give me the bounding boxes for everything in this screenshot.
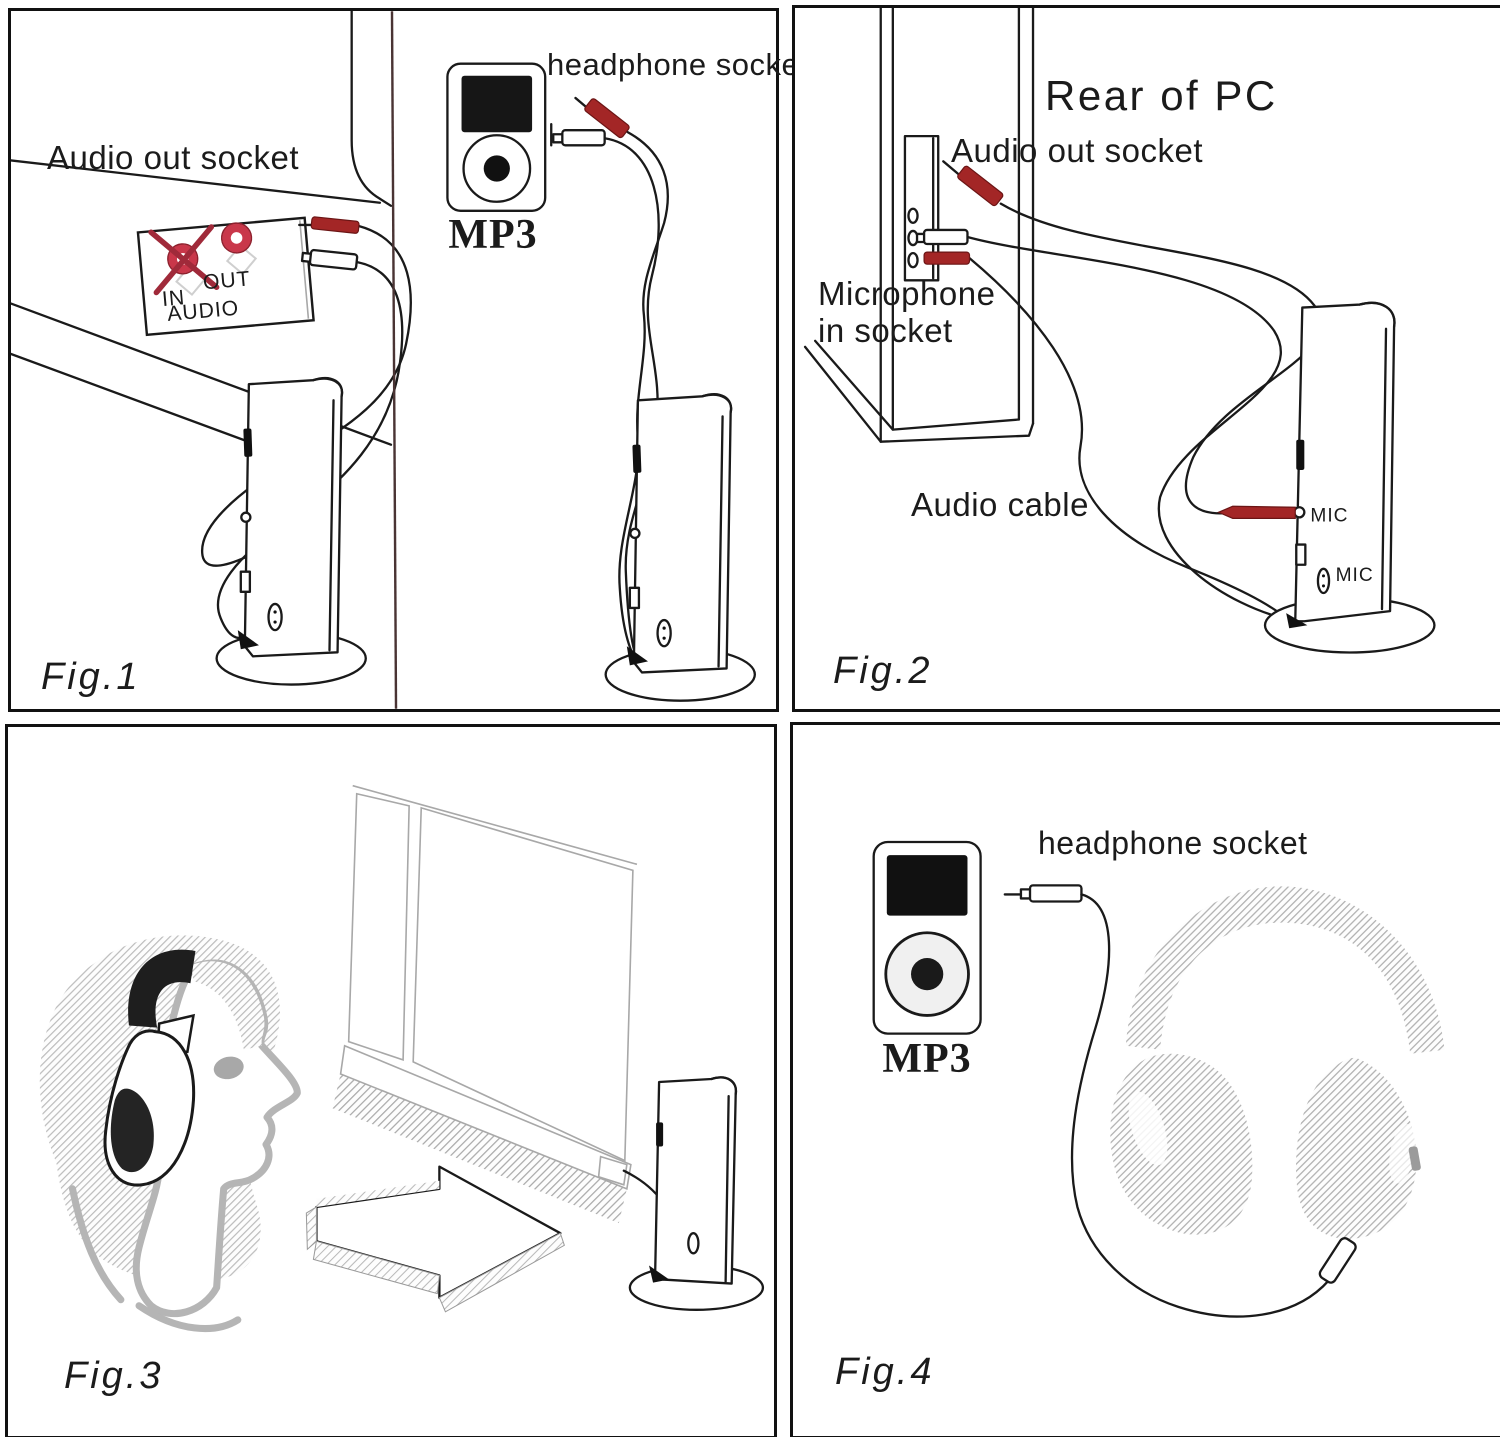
socket-hole: [907, 207, 919, 225]
earcup-sheen: [1128, 1091, 1168, 1166]
mp3-player: [872, 840, 982, 1035]
red-plug-icon: [310, 216, 360, 234]
label-audio-out-socket: Audio out socket: [47, 139, 299, 176]
red-plug-icon: [584, 98, 630, 139]
white-plug-icon: [1028, 884, 1083, 903]
tv-plugs: [298, 216, 360, 271]
mp3-plug: [1003, 884, 1083, 903]
red-plug-icon: [957, 165, 1004, 207]
tv-screen-left: [347, 792, 410, 1061]
figure-2-caption: Fig.2: [833, 650, 933, 692]
figure-4-drawing: [872, 840, 1445, 1318]
audio-out-socket-icon: [222, 223, 251, 253]
tv-foot: [597, 1155, 628, 1186]
label-headphone-socket: headphone socket: [1038, 825, 1308, 861]
hair-fringe: [191, 961, 265, 1050]
pc-plugs: [915, 160, 1004, 265]
earcup-pad: [110, 1088, 154, 1173]
headband: [1125, 886, 1445, 1054]
figure-2-panel: MIC MIC Rear of PC Audio out socket Micr…: [792, 5, 1500, 712]
cable-entry: [649, 1265, 670, 1283]
white-plug-icon: [922, 228, 969, 246]
label-rear-of-pc: Rear of PC: [1045, 72, 1278, 119]
earcup-slot: [1408, 1146, 1421, 1171]
figure-1-caption: Fig.1: [41, 656, 141, 698]
figure-3-caption: Fig.3: [64, 1355, 164, 1397]
transmitter: [215, 376, 367, 686]
cross-icon: [148, 224, 220, 296]
tv-outline: [11, 11, 393, 446]
label-audio-out-socket: Audio out socket: [951, 132, 1203, 169]
transmitter: [604, 393, 756, 702]
figure-4-caption: Fig.4: [835, 1351, 935, 1393]
socket-hole: [907, 251, 919, 269]
tv-bezel: [339, 1044, 632, 1190]
eye: [213, 1056, 244, 1080]
figure-2-drawing: MIC MIC: [803, 8, 1436, 654]
transmitter-body: [243, 376, 344, 658]
label-audio-cable: Audio cable: [911, 486, 1089, 523]
headphone-cord: [1070, 893, 1330, 1318]
red-plug-icon: [923, 251, 971, 265]
right-earcup: [1296, 1057, 1417, 1239]
arrow-icon: [305, 1165, 565, 1313]
transmitter-slot: [1296, 439, 1305, 470]
socket-label-in: IN: [161, 286, 186, 311]
label-mic-jack: MIC: [1310, 505, 1348, 526]
figure-3-panel: Fig.3: [5, 724, 777, 1437]
transmitter-switch: [1295, 543, 1307, 566]
audio-socket-plate: IN OUT AUDIO: [136, 216, 315, 337]
tv-screen-right: [412, 806, 634, 1162]
headband: [128, 949, 196, 1028]
cable-entry: [1286, 613, 1308, 629]
mp3-player: [446, 62, 547, 212]
cable-entry: [237, 630, 259, 650]
transmitter-button: [267, 602, 283, 632]
scene-divider: [390, 11, 398, 709]
listener-head: [39, 935, 301, 1333]
pc-socket-plate: [903, 134, 940, 282]
figure-4-panel: headphone socket MP3 Fig.4: [790, 722, 1500, 1437]
red-plug-icon: [1217, 505, 1296, 519]
white-plug-icon: [308, 248, 359, 271]
socket-label-out: OUT: [202, 267, 252, 294]
mp3-plugs: [550, 96, 630, 147]
label-mic-button: MIC: [1336, 565, 1374, 586]
label-microphone-in-socket: Microphone in socket: [818, 275, 996, 349]
transmitter-switch: [239, 570, 252, 593]
transmitter: MIC MIC: [1217, 301, 1436, 654]
transmitter-slot: [243, 428, 253, 457]
tv-shadow: [332, 1073, 627, 1224]
transmitter-jack: [240, 511, 252, 523]
transmitter-button: [687, 1232, 700, 1255]
tv: [332, 784, 638, 1224]
figure-1-drawing: IN OUT AUDIO: [11, 11, 756, 709]
label-mp3: MP3: [882, 1036, 972, 1082]
transmitter: [628, 1076, 765, 1311]
transmitter-slot: [656, 1122, 664, 1147]
headphones: [1110, 886, 1445, 1284]
mp3-screen: [461, 75, 533, 133]
earcup-sheen: [1389, 1123, 1416, 1184]
cord-connector: [1318, 1237, 1357, 1284]
figure-1-panel: IN OUT AUDIO: [8, 8, 808, 712]
left-earcup: [1110, 1053, 1253, 1235]
label-mp3: MP3: [448, 212, 538, 258]
label-headphone-socket: headphone socket: [547, 47, 809, 82]
audio-cables: [966, 202, 1322, 623]
white-plug-icon: [561, 129, 606, 147]
mic-button: [1316, 567, 1331, 595]
mp3-screen: [886, 855, 968, 916]
figure-3-drawing: [39, 784, 765, 1333]
